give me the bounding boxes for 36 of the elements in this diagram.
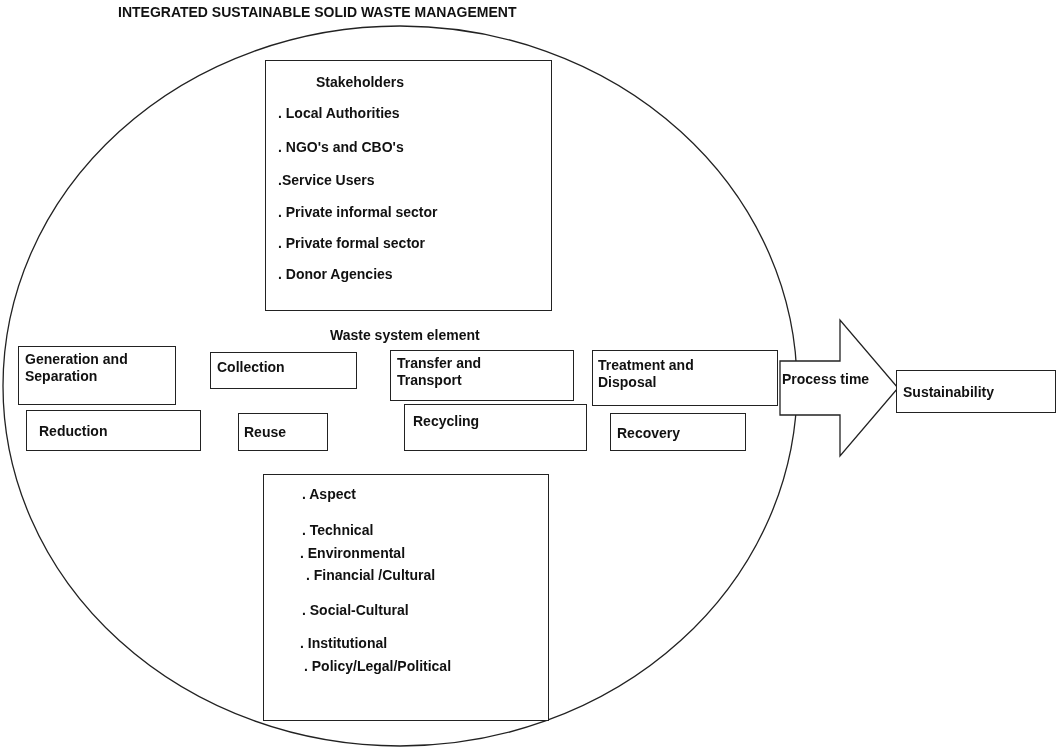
list-item: . Environmental xyxy=(300,545,406,562)
process-box xyxy=(610,413,746,451)
process-box xyxy=(18,346,176,405)
list-item: . Policy/Legal/Political xyxy=(304,658,452,675)
process-box xyxy=(390,350,574,401)
box-label: Generation and Separation xyxy=(25,351,129,385)
process-box xyxy=(896,370,1056,413)
list-item: . Private informal sector xyxy=(278,204,438,221)
list-item: . Donor Agencies xyxy=(278,266,393,283)
box-label: Recycling xyxy=(413,413,480,430)
box-label: Recovery xyxy=(617,425,681,442)
list-item: . NGO's and CBO's xyxy=(278,139,404,156)
box-label: Transfer and Transport xyxy=(397,355,483,389)
box-label: Reduction xyxy=(39,423,108,440)
list-item: . Aspect xyxy=(302,486,356,503)
process-box xyxy=(26,410,201,451)
process-box xyxy=(238,413,328,451)
process-box xyxy=(592,350,778,406)
list-box xyxy=(265,60,552,311)
list-box xyxy=(263,474,549,721)
list-item: . Institutional xyxy=(300,635,388,652)
process-box xyxy=(210,352,357,389)
list-item: . Social-Cultural xyxy=(302,602,409,619)
list-item: . Technical xyxy=(302,522,374,539)
section-label: Waste system element xyxy=(330,327,480,344)
box-label: Collection xyxy=(217,359,285,376)
list-item: .Service Users xyxy=(278,172,375,189)
list-item: . Private formal sector xyxy=(278,235,426,252)
box-label: Reuse xyxy=(244,424,287,441)
box-label: Treatment and Disposal xyxy=(598,357,695,391)
diagram-title: INTEGRATED SUSTAINABLE SOLID WASTE MANAGEMENT xyxy=(118,4,517,21)
box-label: Sustainability xyxy=(903,384,995,401)
list-item: . Local Authorities xyxy=(278,105,400,122)
list-item: . Financial /Cultural xyxy=(306,567,436,584)
process-box xyxy=(404,404,587,451)
box-heading: Stakeholders xyxy=(316,74,404,91)
